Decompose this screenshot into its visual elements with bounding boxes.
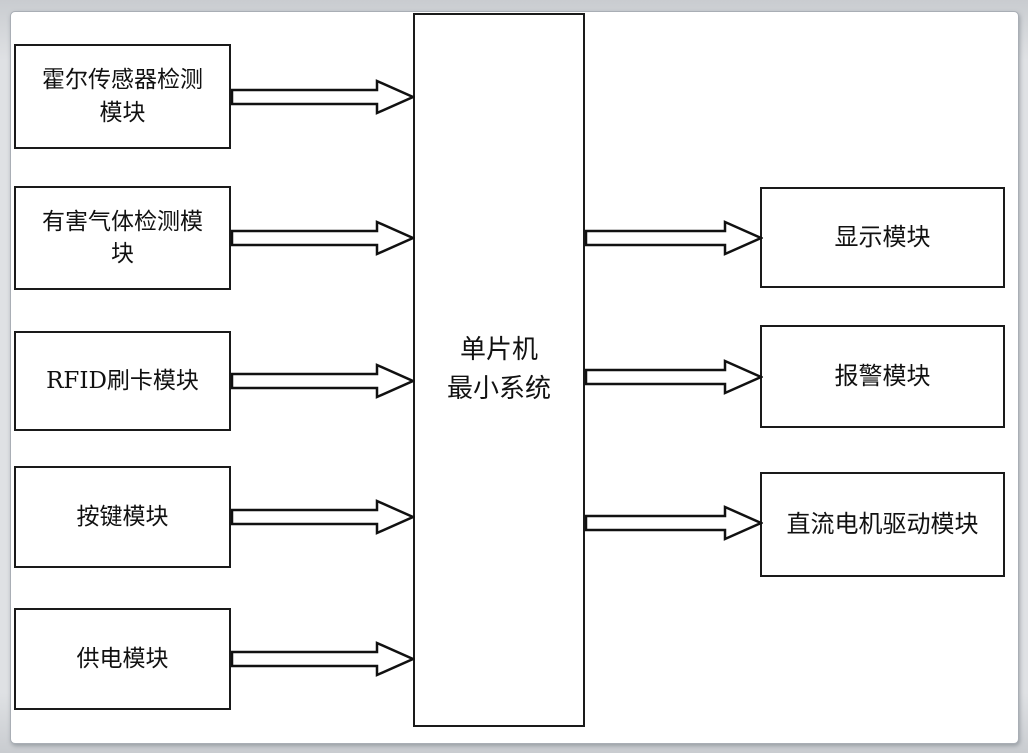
module-box-keys: 按键模块: [14, 466, 231, 568]
arrow-power-to-mcu-icon: [230, 641, 415, 677]
arrow-mcu-to-display-icon: [584, 220, 763, 256]
module-box-display: 显示模块: [760, 187, 1005, 288]
module-box-harmful-gas: 有害气体检测模 块: [14, 186, 231, 290]
module-box-hall-sensor: 霍尔传感器检测 模块: [14, 44, 231, 149]
module-box-mcu-minimal-system: 单片机 最小系统: [413, 13, 585, 727]
arrow-rfid-to-mcu-icon: [230, 363, 415, 399]
arrow-mcu-to-dc-motor-driver-icon: [584, 505, 763, 541]
arrow-keys-to-mcu-icon: [230, 499, 415, 535]
module-box-alarm: 报警模块: [760, 325, 1005, 428]
module-box-dc-motor-driver: 直流电机驱动模块: [760, 472, 1005, 577]
module-box-power: 供电模块: [14, 608, 231, 710]
arrow-mcu-to-alarm-icon: [584, 359, 763, 395]
module-box-rfid: RFID刷卡模块: [14, 331, 231, 431]
arrow-hall-sensor-to-mcu-icon: [230, 79, 415, 115]
arrow-harmful-gas-to-mcu-icon: [230, 220, 415, 256]
